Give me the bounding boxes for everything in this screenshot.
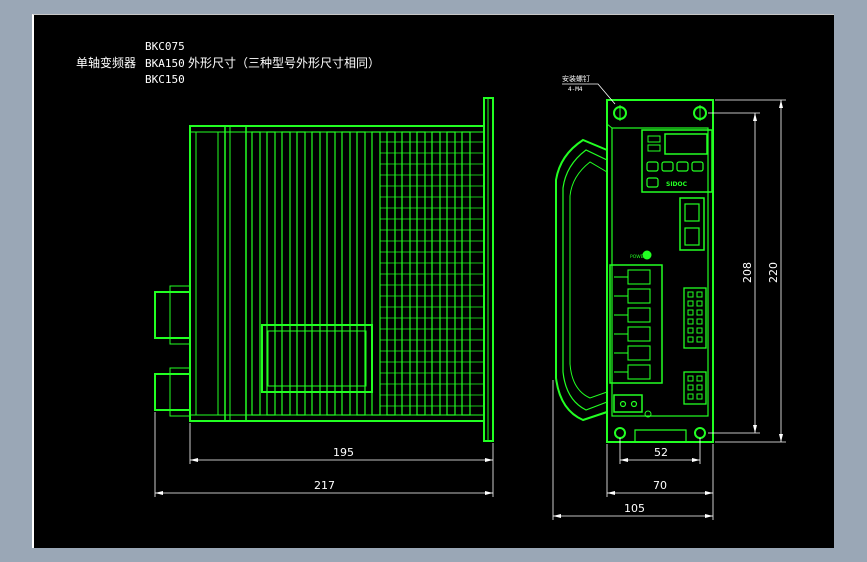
connector-pin: [687, 375, 694, 382]
cooling-fin: [341, 131, 351, 416]
ground-terminal: [613, 394, 643, 413]
rj-connector-block: [679, 197, 705, 251]
ground-symbol-icon: [644, 410, 652, 418]
terminal-slot: [627, 326, 651, 342]
cooling-fin: [401, 131, 411, 416]
cooling-fin: [296, 131, 306, 416]
connector-pin: [687, 393, 694, 400]
cooling-fin: [431, 131, 441, 416]
callout-line-1: 安装螺钉: [562, 74, 590, 83]
connector-pin: [687, 336, 694, 343]
connector-pin: [687, 300, 694, 307]
dim-front-hole-height: 208: [741, 262, 754, 283]
callout-line-2: 4-M4: [568, 86, 583, 93]
power-label: POWER: [630, 254, 647, 260]
model-2-label: BKA150: [145, 57, 185, 70]
title-caption: 外形尺寸（三种型号外形尺寸相同）: [188, 56, 380, 70]
dim-front-height: 220: [767, 262, 780, 283]
side-cooling-fins: [251, 131, 484, 416]
dim-front-width: 70: [653, 479, 667, 492]
front-heatsink-profile: [555, 138, 608, 422]
cooling-fin: [416, 131, 426, 416]
terminal-slot: [627, 345, 651, 361]
rj-port-upper: [684, 203, 700, 222]
mount-hole-bottom-right: [694, 427, 706, 439]
side-view: [154, 97, 494, 442]
cooling-fin: [461, 131, 471, 416]
cooling-fin: [311, 131, 321, 416]
terminal-slot: [627, 364, 651, 380]
connector-pin: [687, 384, 694, 391]
dim-front-hole-width: 52: [654, 446, 668, 459]
connector-pin: [687, 291, 694, 298]
model-1-label: BKC075: [145, 40, 185, 53]
connector-pin: [696, 309, 703, 316]
signal-connector-pins: [687, 291, 703, 343]
dimension-lines: [154, 99, 786, 520]
cooling-fin: [386, 131, 396, 416]
dim-side-body: 195: [333, 446, 354, 459]
connector-pin: [687, 318, 694, 325]
dimension-arrows: [155, 100, 783, 518]
power-led: [642, 250, 652, 260]
encoder-connector: [683, 371, 707, 405]
cooling-fin: [251, 131, 261, 416]
title-prefix: 单轴变频器: [76, 55, 136, 70]
connector-pin: [696, 318, 703, 325]
front-housing: [606, 99, 714, 443]
side-window: [261, 324, 373, 393]
cooling-fin: [446, 131, 456, 416]
connector-pin: [696, 384, 703, 391]
cooling-fin: [266, 131, 276, 416]
terminal-slot: [627, 288, 651, 304]
side-connector-top: [154, 291, 191, 339]
panel-brand: SIDOC: [666, 181, 688, 188]
cooling-fin: [356, 131, 366, 416]
dim-side-total: 217: [314, 479, 335, 492]
connector-pin: [696, 336, 703, 343]
front-view: SIDOC POWER: [555, 99, 714, 443]
cooling-fin: [371, 131, 381, 416]
encoder-connector-pins: [687, 375, 703, 400]
side-front-plate: [189, 125, 226, 422]
cooling-fin: [326, 131, 336, 416]
connector-pin: [696, 300, 703, 307]
connector-pin: [696, 375, 703, 382]
connector-pin: [687, 327, 694, 334]
operator-panel: [641, 129, 713, 193]
terminal-slots: [614, 269, 651, 380]
terminal-slot: [627, 307, 651, 323]
connector-pin: [687, 309, 694, 316]
panel-display: [664, 133, 708, 155]
dim-front-width-total: 105: [624, 502, 645, 515]
panel-keys: [646, 161, 704, 188]
rj-port-lower: [684, 227, 700, 246]
connector-pin: [696, 327, 703, 334]
model-3-label: BKC150: [145, 73, 185, 86]
signal-connector: [683, 287, 707, 349]
callout-leader: [562, 83, 616, 105]
connector-pin: [696, 393, 703, 400]
mount-hole-bottom-left: [614, 427, 626, 439]
cooling-fin: [281, 131, 291, 416]
terminal-slot: [627, 269, 651, 285]
side-connector-bottom: [154, 373, 191, 411]
main-terminal-block: [609, 264, 663, 384]
connector-pin: [696, 291, 703, 298]
